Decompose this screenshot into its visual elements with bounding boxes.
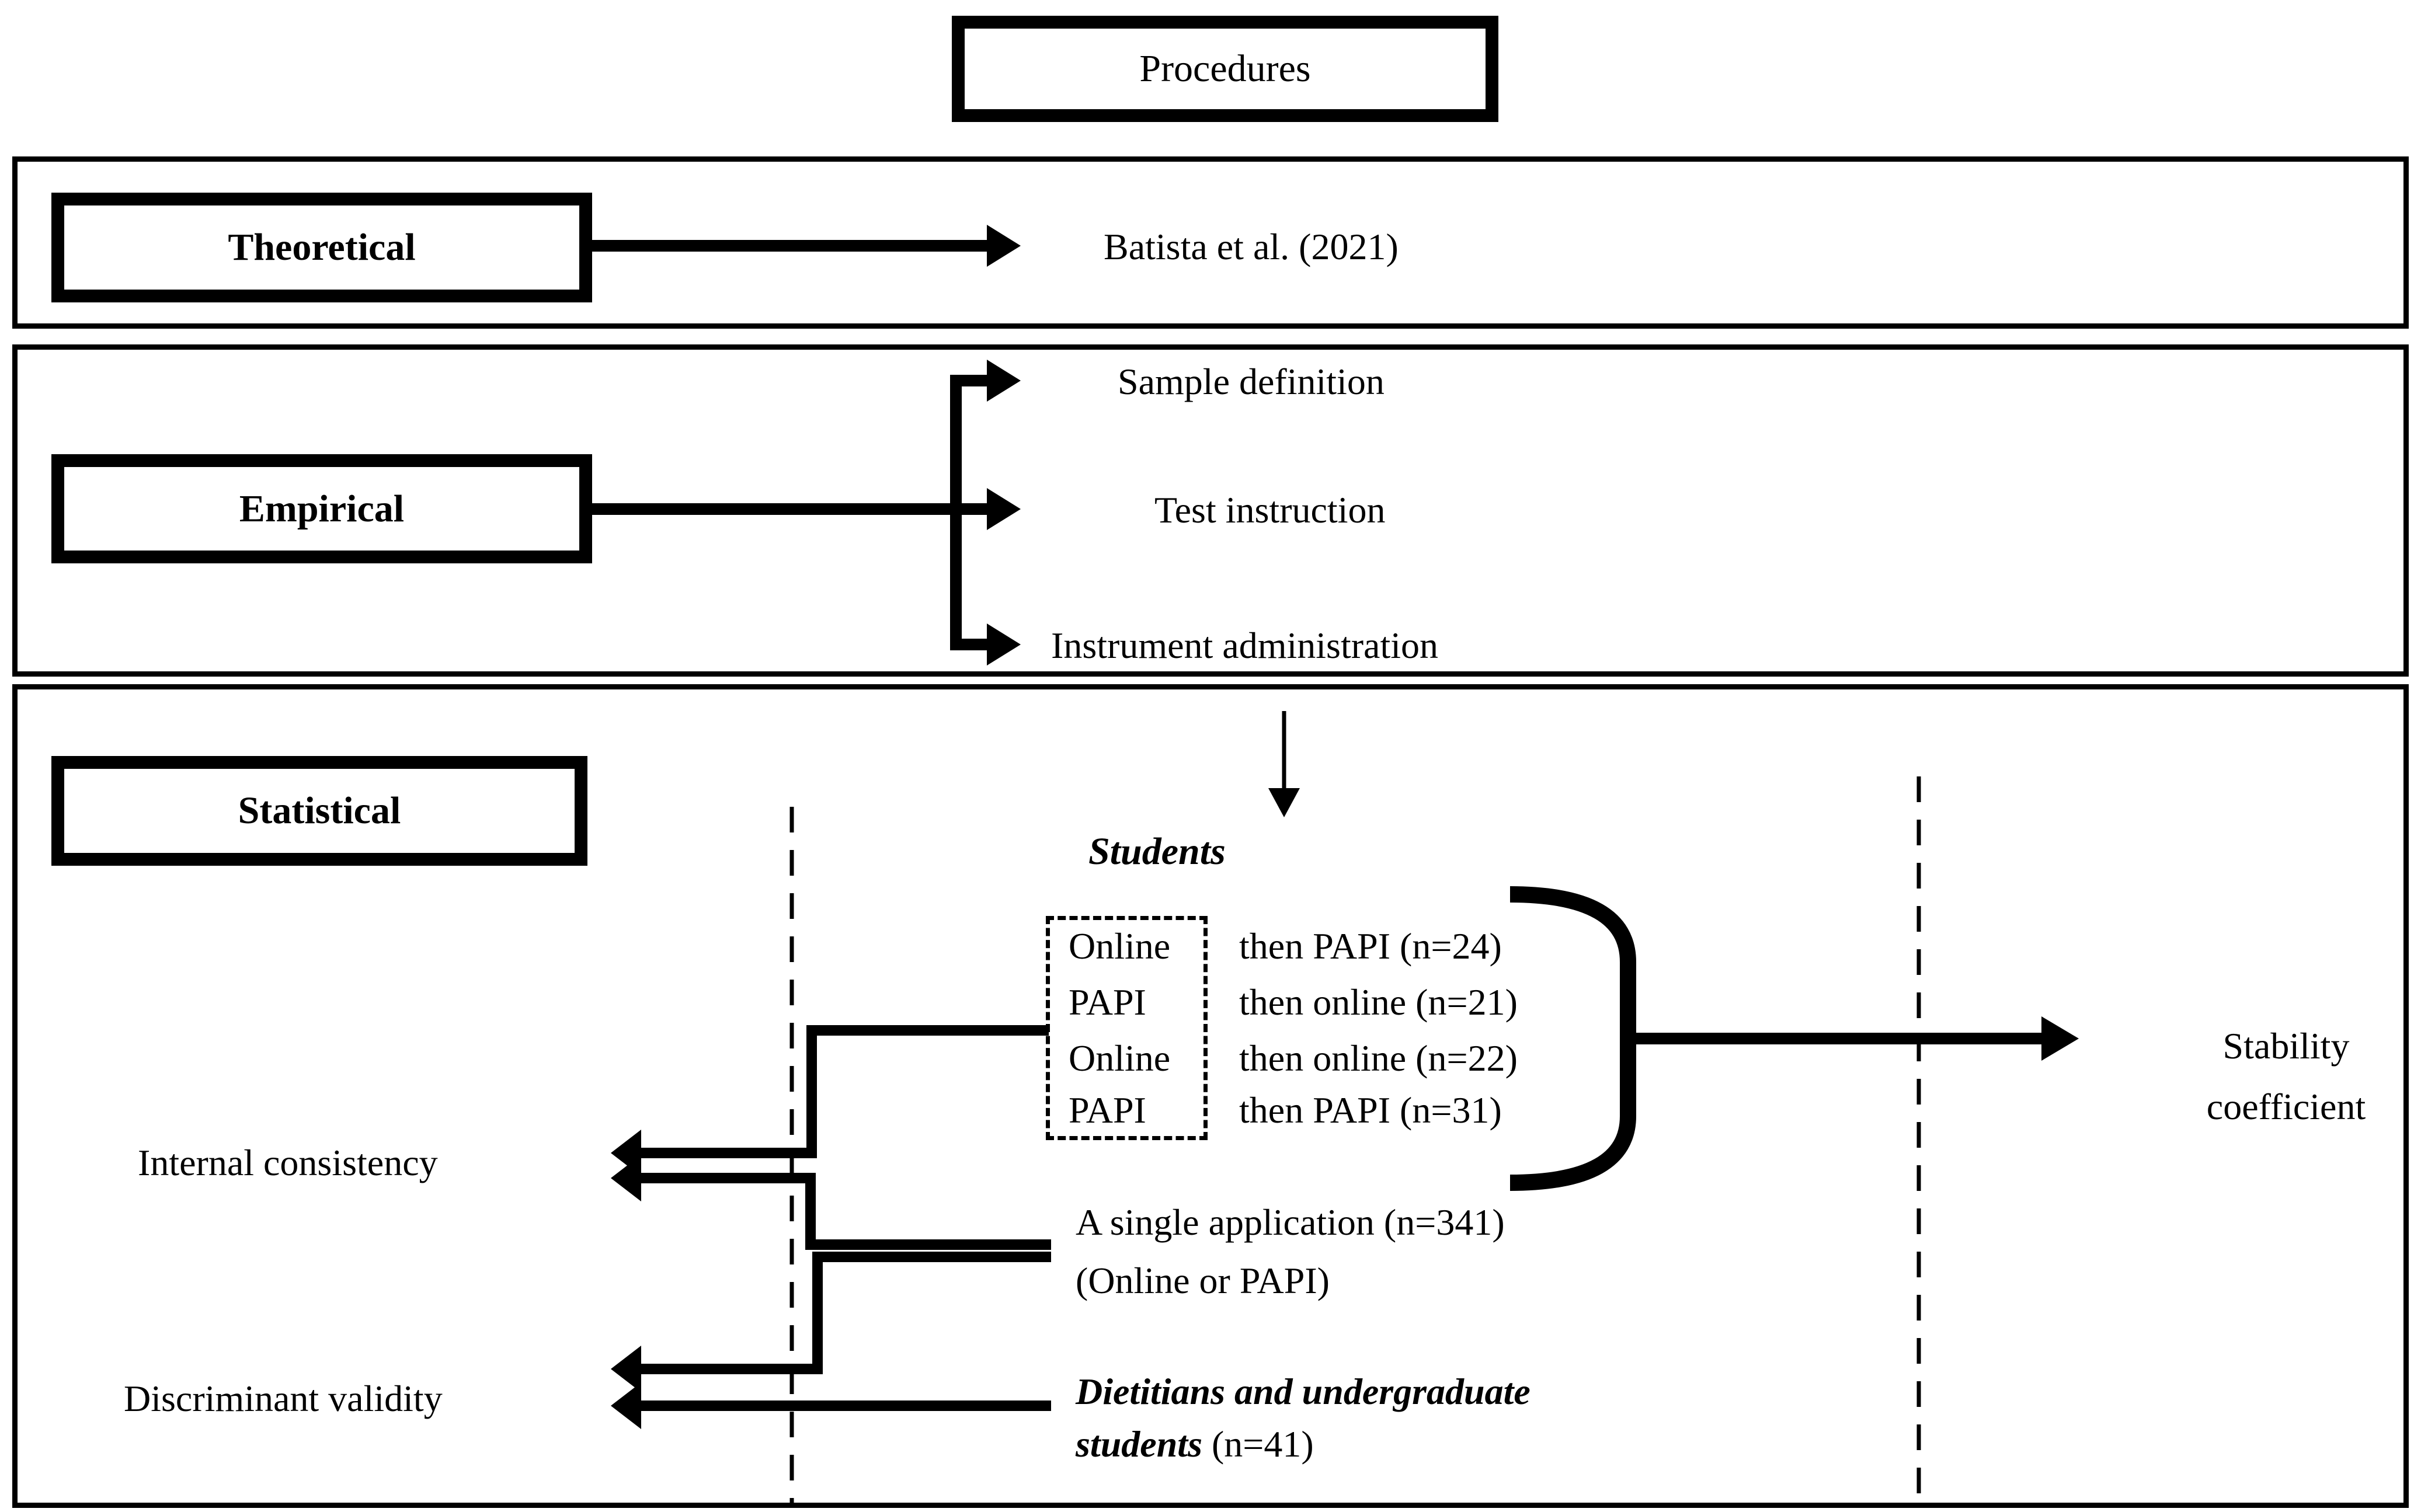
single-application-line2: (Online or PAPI) (1076, 1260, 1330, 1301)
procedures-title: Procedures (1139, 47, 1311, 90)
retest-row-mode: PAPI (1069, 981, 1146, 1023)
retest-row-mode: Online (1069, 925, 1171, 967)
theoretical-label-box: Theoretical (51, 193, 592, 302)
statistical-label: Statistical (238, 789, 401, 832)
empirical-label: Empirical (239, 487, 405, 530)
theoretical-section-box (12, 156, 2409, 329)
step-test-instruction: Test instruction (1154, 489, 1386, 531)
step-instrument-administration: Instrument administration (1051, 625, 1438, 666)
retest-row-sequence: then PAPI (n=31) (1239, 1089, 1502, 1131)
retest-row-mode: PAPI (1069, 1089, 1146, 1131)
theoretical-label: Theoretical (228, 226, 416, 269)
batista-reference-text: Batista et al. (2021) (1104, 226, 1399, 267)
discriminant-arrowhead-2-icon (611, 1382, 641, 1429)
statistical-label-box: Statistical (51, 756, 587, 866)
retest-group-brace (1509, 886, 1636, 1191)
retest-row-sequence: then online (n=22) (1239, 1037, 1518, 1079)
retest-row-sequence: then online (n=21) (1239, 981, 1518, 1023)
retest-to-internal-line (639, 1025, 1049, 1158)
empirical-label-box: Empirical (51, 454, 592, 563)
retest-row-mode: Online (1069, 1037, 1171, 1079)
dietitians-line2-emphasis: students (1076, 1423, 1202, 1465)
empirical-branch-mid-arrowhead-icon (987, 488, 1021, 530)
single-application-line1: A single application (n=341) (1076, 1201, 1505, 1243)
stability-line2: coefficient (2206, 1086, 2366, 1127)
empirical-branch-bottom-arrowhead-icon (987, 623, 1021, 666)
empirical-section-box (12, 344, 2409, 677)
discriminant-arrowhead-1-icon (611, 1346, 641, 1392)
step-sample-definition: Sample definition (1118, 361, 1385, 402)
stability-coefficient-label: Stability coefficient (2161, 1016, 2412, 1137)
internal-arrowhead-2-icon (611, 1155, 641, 1201)
retest-row-sequence: then PAPI (n=24) (1239, 925, 1502, 967)
discriminant-validity-label: Discriminant validity (124, 1378, 443, 1419)
theoretical-arrowhead-icon (987, 225, 1021, 267)
dietitians-line2-detail: (n=41) (1202, 1423, 1314, 1465)
internal-consistency-label: Internal consistency (138, 1142, 438, 1183)
procedures-title-box: Procedures (952, 16, 1498, 122)
dietitians-line2: students (n=41) (1076, 1424, 1314, 1464)
stability-arrowhead-icon (2041, 1016, 2079, 1061)
retest-modes-dashed-box (1046, 916, 1208, 1140)
single-to-discriminant-line (639, 1252, 1051, 1374)
students-down-arrowhead-icon (1268, 788, 1300, 817)
empirical-branch-top-arrowhead-icon (987, 360, 1021, 402)
students-heading: Students (1088, 830, 1226, 873)
statistical-section-box (12, 684, 2409, 1508)
single-to-internal-line (639, 1173, 1051, 1250)
stability-line1: Stability (2222, 1025, 2350, 1067)
dietitians-line1: Dietitians and undergraduate (1076, 1371, 1530, 1412)
